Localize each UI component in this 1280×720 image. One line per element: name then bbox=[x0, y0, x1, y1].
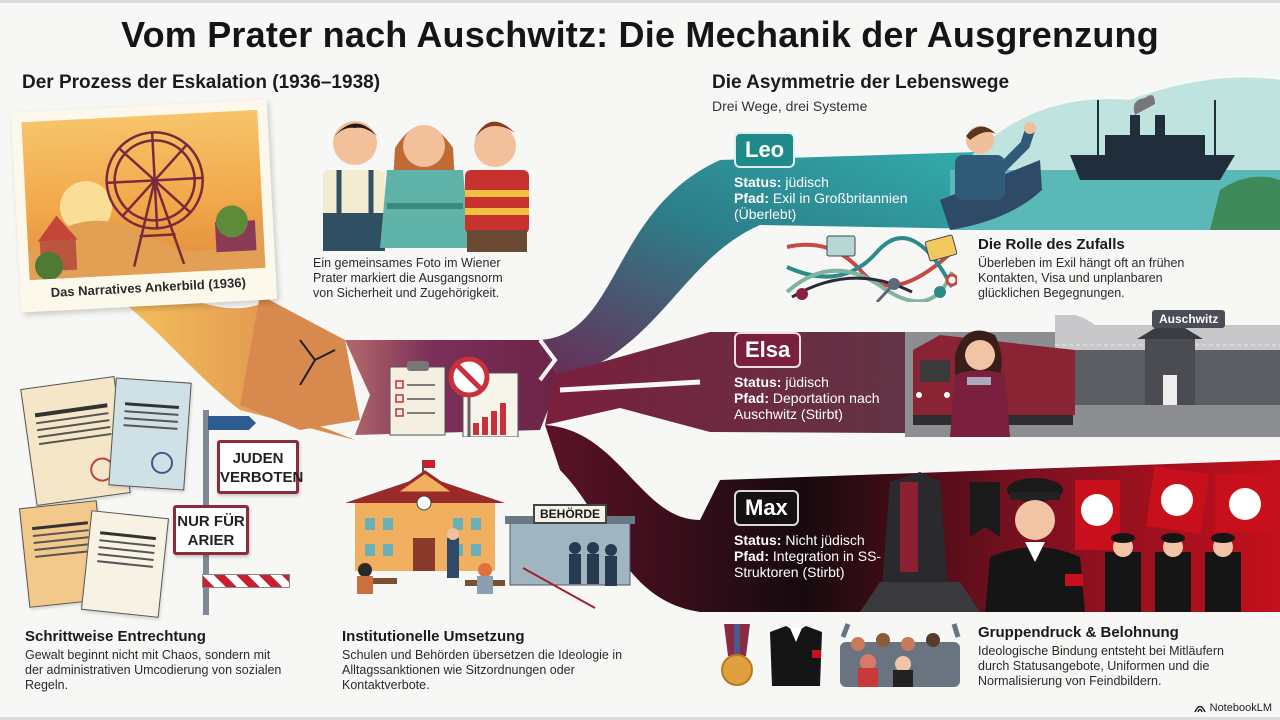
section-title-lebenswege: Die Asymmetrie der Lebenswege bbox=[712, 72, 1010, 93]
chance-text: Überleben im Exil hängt oft an frühen Ko… bbox=[978, 256, 1185, 300]
step-institution-text: Schulen und Behörden übersetzen die Ideo… bbox=[342, 648, 623, 692]
page-title: Vom Prater nach Auschwitz: Die Mechanik … bbox=[121, 14, 1159, 55]
notebooklm-logo-icon bbox=[1193, 705, 1206, 713]
direction-sign-icon bbox=[208, 416, 256, 430]
id-card-icon bbox=[826, 235, 856, 257]
crowd-icon bbox=[840, 623, 961, 687]
status-value-elsa: jüdisch bbox=[785, 374, 829, 390]
medal-icon bbox=[721, 624, 753, 686]
step-entrechtung-text: Gewalt beginnt nicht mit Chaos, sondern … bbox=[25, 648, 282, 692]
school-and-authority-illustration bbox=[345, 460, 635, 609]
status-label: Status: bbox=[734, 532, 782, 548]
prater-illustration bbox=[21, 109, 266, 281]
brand-watermark: NotebookLM bbox=[1193, 702, 1272, 714]
key-icon bbox=[875, 278, 900, 302]
pressure-heading: Gruppendruck & Belohnung bbox=[978, 624, 1179, 641]
friends-caption: Ein gemeinsames Foto im Wiener Prater ma… bbox=[313, 256, 503, 300]
top-border bbox=[0, 0, 1280, 3]
three-children-illustration bbox=[323, 121, 529, 252]
sign-nur-fuer-arier: NUR FÜR ARIER bbox=[173, 505, 249, 555]
group-pressure-icons bbox=[721, 623, 961, 687]
ss-banner-icon bbox=[970, 482, 1000, 537]
pressure-info: Gruppendruck & Belohnung Ideologische Bi… bbox=[978, 624, 1238, 689]
path-label: Pfad: bbox=[734, 390, 769, 406]
path-leo: Leo Status: jüdisch Pfad: Exil in Großbr… bbox=[734, 132, 934, 222]
step-institution: Institutionelle Umsetzung Schulen und Be… bbox=[342, 628, 627, 693]
location-tag-auschwitz: Auschwitz bbox=[1152, 310, 1226, 328]
uniform-icon bbox=[770, 626, 822, 686]
waving-hand-icon bbox=[1024, 122, 1036, 134]
chance-paths-icon bbox=[785, 234, 957, 302]
chance-info: Die Rolle des Zufalls Überleben im Exil … bbox=[978, 236, 1218, 301]
authority-sign: BEHÖRDE bbox=[533, 504, 608, 524]
brand-label: NotebookLM bbox=[1209, 702, 1272, 714]
status-label: Status: bbox=[734, 174, 782, 190]
path-value-elsa: Deportation nach Auschwitz (Stirbt) bbox=[734, 390, 880, 422]
document-icon bbox=[80, 510, 170, 618]
path-label: Pfad: bbox=[734, 190, 769, 206]
pressure-text: Ideologische Bindung entsteht bei Mitläu… bbox=[978, 644, 1224, 688]
bottom-border bbox=[0, 717, 1280, 720]
path-value-max: Integration in SS-Struktoren (Stirbt) bbox=[734, 548, 882, 580]
elsa-figure bbox=[950, 370, 1010, 437]
path-value-leo: Exil in Großbritannien (Überlebt) bbox=[734, 190, 908, 222]
path-max: Max Status: Nicht jüdisch Pfad: Integrat… bbox=[734, 490, 909, 580]
ship-icon bbox=[1070, 155, 1235, 180]
barrier-icon bbox=[202, 574, 290, 588]
exile-ship-scene bbox=[940, 77, 1280, 230]
step-institution-heading: Institutionelle Umsetzung bbox=[342, 628, 525, 645]
path-label: Pfad: bbox=[734, 548, 769, 564]
visa-card-icon bbox=[924, 234, 957, 262]
deportation-scene bbox=[905, 315, 1280, 437]
bureaucracy-icons bbox=[389, 356, 519, 437]
name-badge-max: Max bbox=[734, 490, 799, 526]
status-value-leo: jüdisch bbox=[785, 174, 829, 190]
section-title-escalation: Der Prozess der Eskalation (1936–1938) bbox=[22, 72, 381, 93]
step-entrechtung: Schrittweise Entrechtung Gewalt beginnt … bbox=[25, 628, 285, 693]
name-badge-elsa: Elsa bbox=[734, 332, 802, 368]
anchor-photo: Das Narratives Ankerbild (1936) bbox=[10, 99, 278, 313]
ferris-wheel-icon bbox=[28, 131, 266, 281]
saluting-soldiers bbox=[1105, 533, 1241, 612]
chance-heading: Die Rolle des Zufalls bbox=[978, 236, 1125, 253]
status-label: Status: bbox=[734, 374, 782, 390]
name-badge-leo: Leo bbox=[734, 132, 796, 168]
document-icon bbox=[108, 377, 192, 491]
status-value-max: Nicht jüdisch bbox=[785, 532, 865, 548]
ss-integration-scene bbox=[860, 466, 1275, 612]
section-subtitle: Drei Wege, drei Systeme bbox=[712, 98, 868, 114]
path-elsa: Elsa Status: jüdisch Pfad: Deportation n… bbox=[734, 332, 909, 422]
step-entrechtung-heading: Schrittweise Entrechtung bbox=[25, 628, 206, 645]
sign-juden-verboten: JUDEN VERBOTEN bbox=[217, 440, 303, 494]
